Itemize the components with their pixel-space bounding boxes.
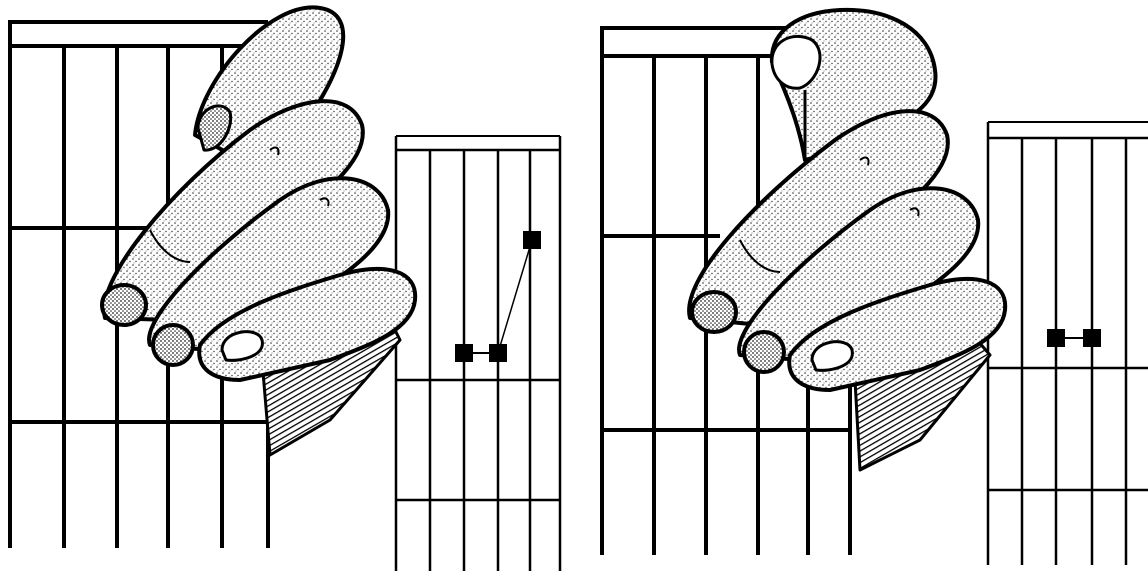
right-chord-diagram xyxy=(988,122,1148,565)
left-panel xyxy=(10,7,560,571)
left-dot-3 xyxy=(523,231,541,249)
left-dot-2 xyxy=(489,344,507,362)
right-dot-2 xyxy=(1083,329,1101,347)
right-panel xyxy=(602,10,1148,565)
left-hand-illustration xyxy=(102,7,415,455)
left-dot-1 xyxy=(455,344,473,362)
left-connector-2 xyxy=(498,240,532,353)
right-hand-illustration xyxy=(689,10,1005,470)
right-dot-1 xyxy=(1047,329,1065,347)
